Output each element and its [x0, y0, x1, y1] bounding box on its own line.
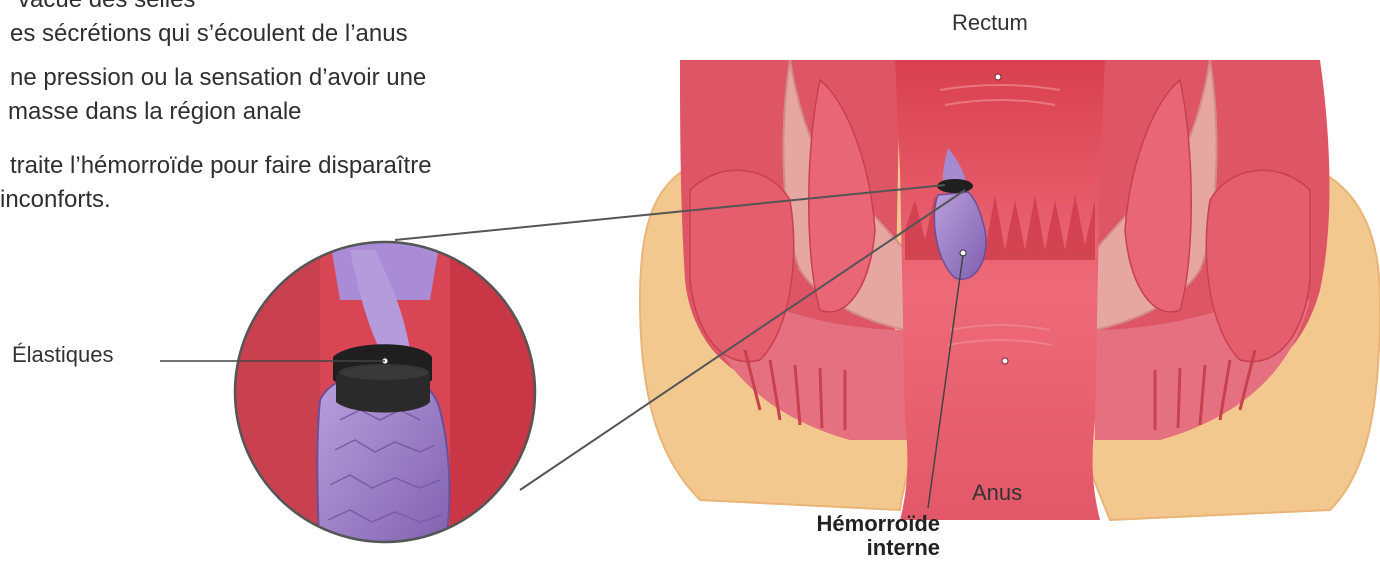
- label-internal-hemorrhoid: Hémorroïde interne: [810, 512, 940, 560]
- label-hemorroide-line1: Hémorroïde: [810, 512, 940, 536]
- zoom-circle: [230, 240, 550, 560]
- label-elastiques: Élastiques: [12, 342, 114, 368]
- anatomy-cross-section: [640, 60, 1380, 520]
- label-anus: Anus: [972, 480, 1022, 506]
- label-hemorroide-line2: interne: [810, 536, 940, 560]
- label-rectum: Rectum: [952, 10, 1028, 36]
